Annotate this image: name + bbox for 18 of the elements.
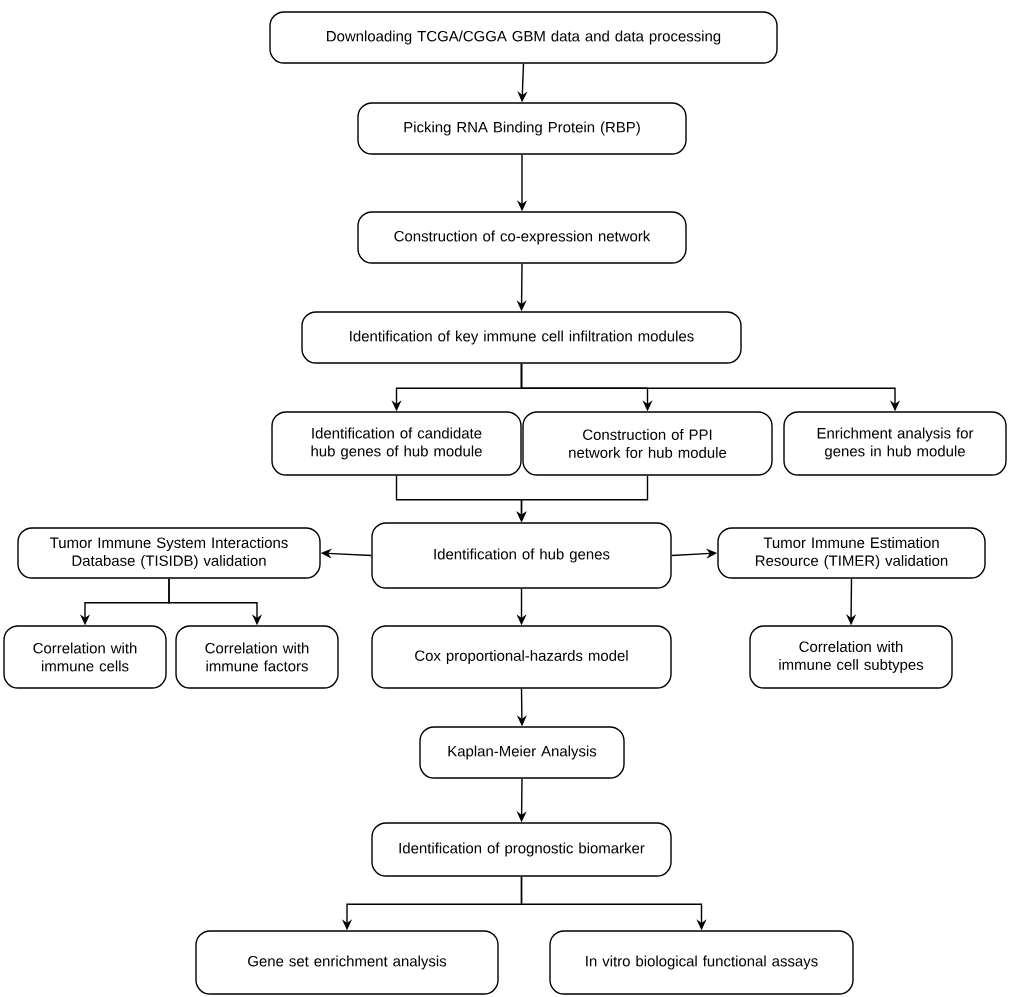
- process-box: Tumor Immune Estimation Resource (TIMER) validation: [717, 527, 986, 579]
- process-box: Kaplan-Meier Analysis: [419, 726, 625, 779]
- process-box: Identification of candidate hub genes of hub module: [271, 411, 522, 476]
- process-box: Cox proportional-hazards model: [371, 625, 672, 689]
- process-box: In vitro biological functional assays: [549, 930, 854, 995]
- process-box: Correlation with immune cells: [3, 625, 167, 689]
- process-box: Construction of PPI network for hub module: [522, 411, 773, 476]
- process-box: Downloading TCGA/CGGA GBM data and data processing: [269, 11, 778, 64]
- process-box: Enrichment analysis for genes in hub module: [783, 411, 1007, 476]
- process-box: Gene set enrichment analysis: [195, 930, 499, 995]
- process-box: Identification of key immune cell infiltration modules: [301, 311, 742, 364]
- process-box: Tumor Immune System Interactions Database (TISIDB) validation: [17, 527, 321, 579]
- process-box: Identification of hub genes: [371, 522, 672, 589]
- process-box: Construction of co-expression network: [357, 211, 687, 264]
- process-box: Correlation with immune factors: [175, 625, 339, 689]
- process-box: Picking RNA Binding Protein (RBP): [357, 102, 687, 155]
- process-box: Correlation with immune cell subtypes: [749, 625, 953, 689]
- process-box: Identification of prognostic biomarker: [371, 822, 672, 877]
